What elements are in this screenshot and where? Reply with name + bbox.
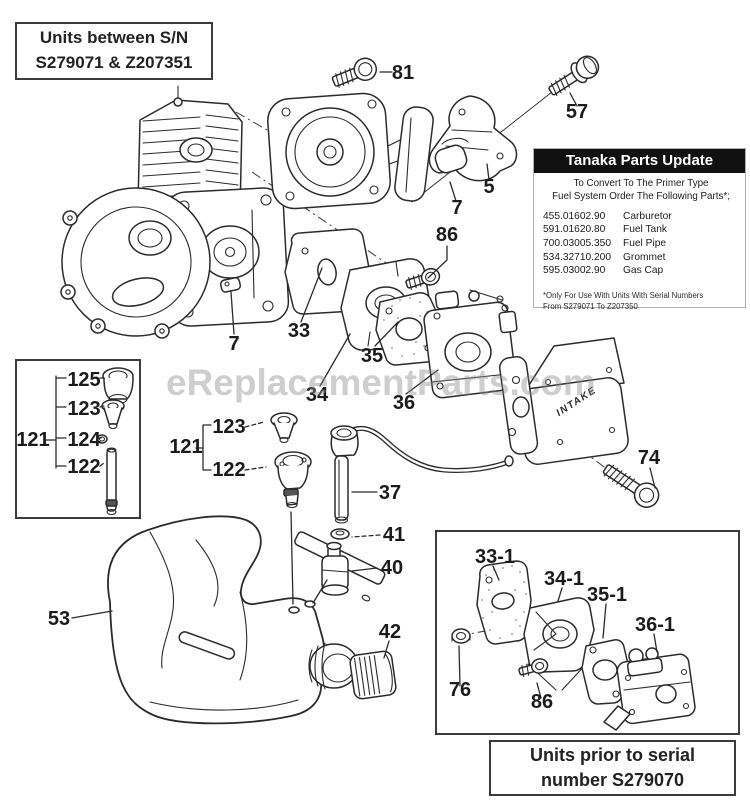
part-label-7-starter-grip[interactable]: 7 [451,197,462,219]
update-part-row: 595.03002.90 Gas Cap [543,264,739,278]
grommet-123-mid-drawing [270,412,298,444]
update-panel-footnote-line1: *Only For Use With Units With Serial Num… [543,290,704,300]
part-label-125[interactable]: 125 [67,369,100,391]
gas-cap-125-drawing [102,367,134,405]
tank-neck-drawing [308,642,359,690]
update-part-name: Grommet [623,251,666,263]
fuel-tank-53-drawing [107,515,359,725]
part-label-123-mid[interactable]: 123 [212,416,245,438]
part-label-123-box[interactable]: 123 [67,398,100,420]
part-callout-labels: 81 57 5 7 7 86 33 34 35 36 37 41 40 42 5… [16,62,675,713]
part-label-37[interactable]: 37 [379,482,401,504]
starter-grip-drawing [434,137,469,174]
part-label-7-crankcase-clip[interactable]: 7 [228,333,239,355]
part-label-34-1[interactable]: 34-1 [544,568,584,590]
grommet-41-drawing [330,528,350,540]
update-part-name: Carburetor [623,210,672,222]
part-label-33[interactable]: 33 [288,320,310,342]
mid-group-parts [270,412,312,509]
recoil-starter-drawing [267,92,434,210]
gasket-33-1-drawing [476,560,532,645]
part-label-76[interactable]: 76 [449,679,471,701]
update-part-number: 534.32710.200 [543,251,611,263]
part-label-81[interactable]: 81 [392,62,414,84]
part-label-40[interactable]: 40 [381,557,403,579]
part-label-74[interactable]: 74 [638,447,661,469]
prior-serial-note-box: Units prior to serial number S279070 [489,740,736,796]
clip-124-drawing [96,434,108,444]
prior-serial-note-line1: Units prior to serial [529,744,696,765]
update-panel-intro-line1: To Convert To The Primer Type [573,178,709,189]
serial-range-note-line2: S279071 & Z207351 [35,53,193,72]
update-part-row: 455.01602.90 Carburetor [543,210,739,224]
part-label-41[interactable]: 41 [383,524,405,546]
part-label-57[interactable]: 57 [566,101,588,123]
part-label-122-box[interactable]: 122 [67,456,100,478]
part-label-34[interactable]: 34 [306,384,329,406]
update-panel-footnote-line2: From S279071 To Z207350 [543,301,638,311]
part-label-86-inset[interactable]: 86 [531,691,553,713]
part-label-121-box[interactable]: 121 [16,429,49,451]
fuel-parts-box [15,359,141,519]
update-part-row: 700.03005.350 Fuel Pipe [543,237,739,251]
part-label-53[interactable]: 53 [48,608,70,630]
part-label-36-1[interactable]: 36-1 [635,614,675,636]
prior-serial-note-line2: number S279070 [540,770,685,790]
nut-76-drawing [451,628,471,644]
fuel-pipe-37-drawing [330,425,514,524]
serial-range-note-line1: Units between S/N [39,28,189,48]
bolt-86-inset-drawing [518,658,549,678]
carburetor-36-drawing [423,289,518,399]
update-part-row: 591.01620.80 Fuel Tank [543,223,739,237]
fuel-pipe-122-drawing [105,447,118,516]
part-label-86-carb-bolt[interactable]: 86 [436,224,458,246]
tanaka-parts-update-panel: Tanaka Parts Update To Convert To The Pr… [533,148,746,311]
bolt-81-drawing [331,57,378,88]
carburetor-36-1-drawing [603,647,696,731]
grommet-123-drawing [101,399,125,430]
part-label-124[interactable]: 124 [67,429,101,451]
update-part-number: 591.01620.80 [543,224,606,236]
fuel-filter-cap-42-drawing [349,650,397,700]
update-part-number: 455.01602.90 [543,210,606,222]
part-label-36[interactable]: 36 [393,392,415,414]
update-panel-intro-line2: Fuel System Order The Following Parts*; [552,190,730,202]
update-part-number: 595.03002.90 [543,265,606,277]
muffler-drawing: INTAKE [498,337,629,465]
pickup-grommet-122-mid-drawing [274,451,312,509]
bolt-57-drawing [548,55,600,97]
engine-assembly-drawing [60,85,290,339]
part-label-122-mid[interactable]: 122 [212,459,245,481]
bolt-86-drawing [405,267,441,290]
bolt-74-drawing [602,464,660,508]
pickup-body-40-drawing [294,531,386,602]
serial-range-note-box: Units between S/N S279071 & Z207351 [15,22,213,80]
update-part-number: 700.03005.350 [543,237,611,249]
update-panel-title: Tanaka Parts Update [534,149,745,173]
gasket-35-drawing [375,292,442,366]
part-label-35[interactable]: 35 [361,345,383,367]
leader-lines [43,71,658,699]
update-part-name: Fuel Tank [623,224,667,236]
part-label-35-1[interactable]: 35-1 [587,584,627,606]
update-part-row: 534.32710.200 Grommet [543,251,739,265]
part-label-121-mid[interactable]: 121 [169,436,202,458]
part-label-33-1[interactable]: 33-1 [475,546,515,568]
inset-carb-group-box [435,530,740,735]
crankcase-clip-drawing [219,277,242,293]
gasket-35-1-drawing [581,639,629,705]
part-label-42[interactable]: 42 [379,621,401,643]
part-label-5[interactable]: 5 [483,176,494,198]
update-part-name: Gas Cap [623,265,664,277]
update-part-name: Fuel Pipe [623,237,667,249]
